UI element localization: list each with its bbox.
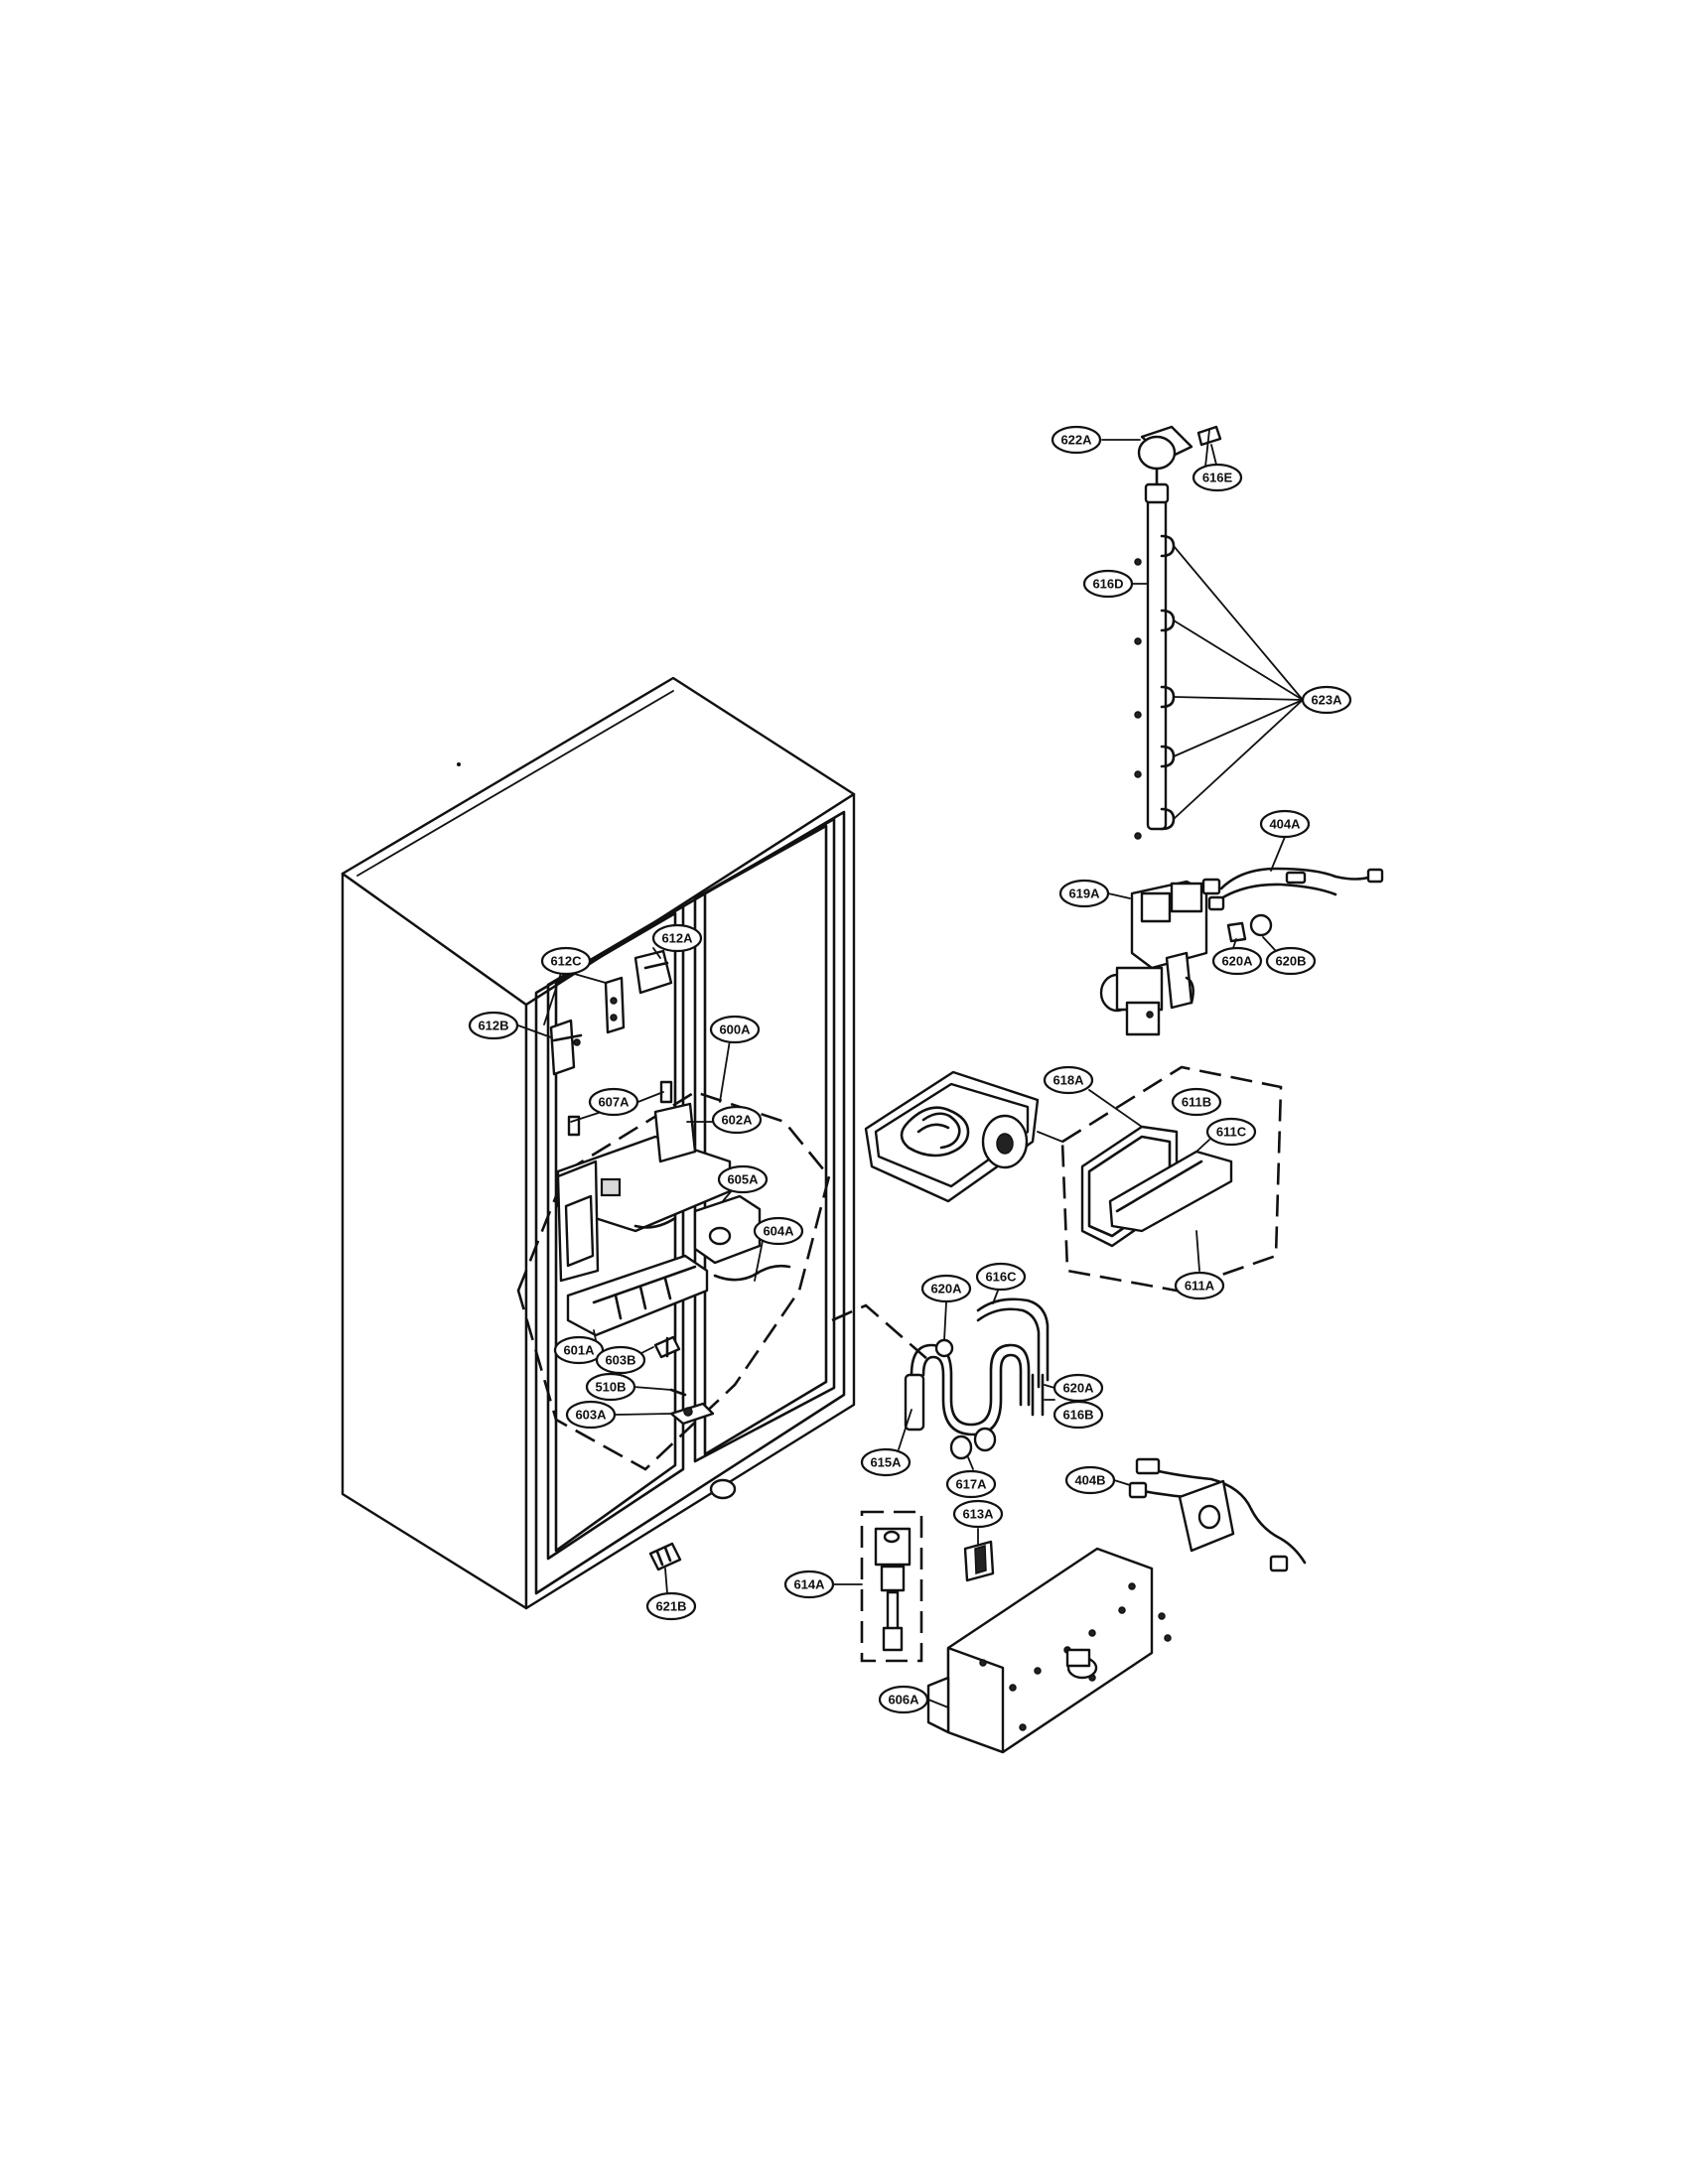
assembly-boundaries: [516, 1065, 1283, 1471]
solenoid-614A: [860, 1510, 923, 1663]
callout-620B: 620B: [1265, 946, 1317, 976]
svg-text:607A: 607A: [598, 1095, 630, 1110]
switch-613A: [963, 1540, 995, 1582]
callout-620A: 620A: [1211, 946, 1263, 976]
callout-607A: 607A: [588, 1087, 639, 1117]
callout-618A: 618A: [1043, 1065, 1094, 1095]
callout-620A-auger: 620A: [920, 1274, 972, 1303]
svg-text:611C: 611C: [1216, 1125, 1247, 1140]
svg-text:611B: 611B: [1182, 1095, 1211, 1110]
callout-605A: 605A: [717, 1164, 769, 1194]
callout-617A: 617A: [945, 1469, 997, 1499]
callout-619A: 619A: [1058, 879, 1110, 908]
auger-tube-616C: [904, 1297, 1050, 1460]
svg-text:602A: 602A: [721, 1113, 753, 1128]
svg-text:616D: 616D: [1092, 577, 1123, 592]
mount-plate-606A: [926, 1547, 1172, 1754]
svg-text:616C: 616C: [985, 1270, 1017, 1285]
callout-510B: 510B: [585, 1372, 636, 1402]
refrigerator-cabinet: [341, 676, 856, 1610]
callout-606A: 606A: [878, 1685, 929, 1714]
callout-613A: 613A: [952, 1499, 1004, 1529]
callout-621B: 621B: [645, 1591, 697, 1621]
callout-616E: 616E: [1192, 463, 1243, 492]
svg-text:404A: 404A: [1269, 817, 1301, 832]
callout-603B: 603B: [595, 1345, 646, 1375]
callout-616C: 616C: [975, 1262, 1027, 1292]
callout-603A: 603A: [565, 1400, 617, 1430]
svg-text:606A: 606A: [888, 1693, 919, 1707]
svg-text:611A: 611A: [1185, 1279, 1215, 1294]
svg-text:620A: 620A: [1062, 1381, 1094, 1396]
wire-harness-404B: [1128, 1457, 1307, 1572]
svg-text:603A: 603A: [575, 1408, 607, 1423]
ice-bucket-618A: [864, 1070, 1040, 1203]
svg-text:618A: 618A: [1052, 1073, 1084, 1088]
callout-615A: 615A: [860, 1447, 912, 1477]
callout-611C: 611C: [1205, 1117, 1257, 1147]
callout-404A: 404A: [1259, 809, 1311, 839]
water-valve-619A: [1099, 880, 1208, 1036]
svg-text:614A: 614A: [793, 1577, 825, 1592]
svg-text:619A: 619A: [1068, 887, 1100, 901]
callout-602A: 602A: [711, 1105, 763, 1135]
callout-611B: 611B: [1171, 1087, 1222, 1117]
svg-text:604A: 604A: [763, 1224, 794, 1239]
callout-612A: 612A: [651, 923, 703, 953]
svg-text:620A: 620A: [930, 1282, 962, 1297]
callout-623A: 623A: [1301, 685, 1352, 715]
wire-harness-404A: [1201, 867, 1384, 943]
svg-text:612C: 612C: [550, 954, 582, 969]
svg-text:612A: 612A: [661, 931, 693, 946]
callout-612B: 612B: [468, 1011, 519, 1040]
callout-622A: 622A: [1051, 425, 1102, 455]
callout-600A: 600A: [709, 1015, 761, 1044]
svg-text:603B: 603B: [605, 1353, 635, 1368]
callout-620A-tube: 620A: [1052, 1373, 1104, 1403]
callout-611A: 611A: [1174, 1271, 1225, 1300]
svg-text:613A: 613A: [962, 1507, 994, 1522]
callout-612C: 612C: [540, 946, 592, 976]
svg-text:616E: 616E: [1202, 471, 1233, 485]
svg-text:600A: 600A: [719, 1023, 751, 1037]
svg-text:620B: 620B: [1275, 954, 1306, 969]
callout-labels: 622A 616E 616D 623A 404A 619A 620A 620B …: [468, 425, 1352, 1714]
callout-601A: 601A: [553, 1335, 605, 1365]
svg-text:404B: 404B: [1074, 1473, 1105, 1488]
water-tube-616D: [1134, 425, 1304, 840]
dispenser-door-611A: [1080, 1125, 1233, 1248]
svg-text:615A: 615A: [870, 1455, 902, 1470]
svg-text:617A: 617A: [955, 1477, 987, 1492]
callout-604A: 604A: [753, 1216, 804, 1246]
svg-text:621B: 621B: [655, 1599, 686, 1614]
svg-text:601A: 601A: [563, 1343, 595, 1358]
svg-text:620A: 620A: [1221, 954, 1253, 969]
svg-text:605A: 605A: [727, 1172, 759, 1187]
svg-text:616B: 616B: [1062, 1408, 1093, 1423]
callout-404B: 404B: [1064, 1465, 1116, 1495]
svg-text:623A: 623A: [1311, 693, 1342, 708]
svg-text:612B: 612B: [478, 1019, 508, 1033]
callout-616B: 616B: [1052, 1400, 1104, 1430]
callout-616D: 616D: [1082, 569, 1134, 599]
icemaker-assembly: [549, 949, 791, 1571]
svg-text:510B: 510B: [595, 1380, 626, 1395]
callout-614A: 614A: [783, 1570, 835, 1599]
svg-text:622A: 622A: [1060, 433, 1092, 448]
